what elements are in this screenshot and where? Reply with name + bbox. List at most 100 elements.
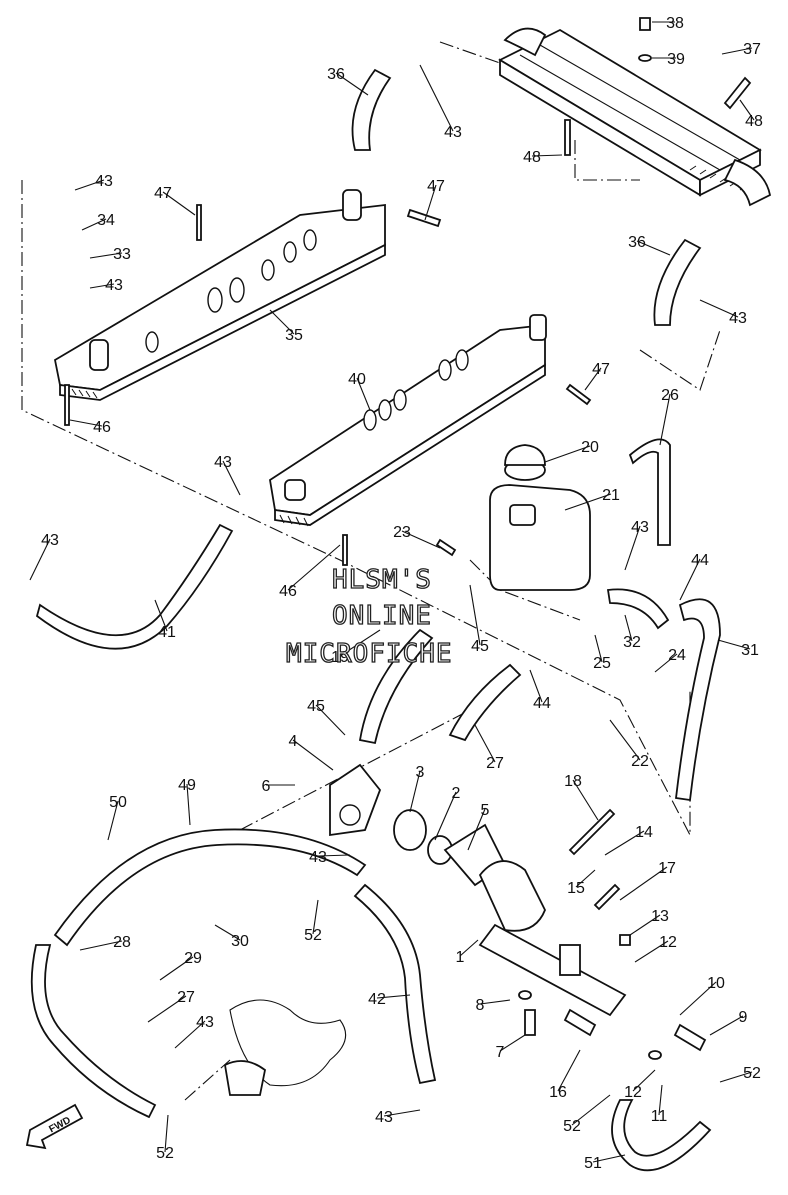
fwd-arrow: FWD (25, 1103, 84, 1150)
leader-line-33 (89, 252, 123, 259)
callout-48: 48 (523, 149, 541, 166)
leader-line-27 (147, 995, 187, 1023)
callout-17: 17 (658, 860, 676, 877)
leader-line-26 (659, 393, 671, 446)
callout-12: 12 (659, 934, 677, 951)
callout-16: 16 (549, 1084, 567, 1101)
leader-line-37 (721, 47, 753, 55)
callout-52: 52 (304, 927, 322, 944)
callout-22: 22 (631, 753, 649, 770)
leader-line-10 (679, 981, 717, 1016)
callout-26: 26 (661, 387, 679, 404)
leader-line-45 (315, 704, 346, 736)
callout-14: 14 (635, 824, 653, 841)
leader-line-14 (604, 830, 645, 856)
leader-line-20 (544, 445, 591, 463)
callout-50: 50 (109, 794, 127, 811)
leader-line-48 (531, 154, 563, 157)
callout-33: 33 (113, 246, 131, 263)
callout-4: 4 (289, 733, 298, 750)
callout-47: 47 (427, 178, 445, 195)
callout-31: 31 (741, 642, 759, 659)
leader-line-52 (719, 1071, 753, 1083)
callout-21: 21 (602, 487, 620, 504)
leader-line-5 (467, 808, 486, 851)
leader-line-13 (629, 914, 661, 936)
callout-43: 43 (631, 519, 649, 536)
leader-line-52 (312, 899, 319, 935)
fasteners (64, 17, 752, 1060)
leader-line-41 (154, 599, 168, 632)
callout-32: 32 (623, 634, 641, 651)
callout-43: 43 (444, 124, 462, 141)
leader-line-43 (383, 1109, 421, 1117)
callout-45: 45 (307, 698, 325, 715)
callout-36: 36 (327, 66, 345, 83)
callout-41: 41 (158, 624, 176, 641)
leader-line-47 (162, 191, 196, 216)
callout-48: 48 (745, 113, 763, 130)
leader-line-24 (654, 653, 678, 673)
callout-35: 35 (285, 327, 303, 344)
leader-line-43 (74, 179, 105, 191)
callout-30: 30 (231, 933, 249, 950)
leader-line-52 (164, 1114, 169, 1153)
upper-left-radiator (53, 189, 386, 401)
leader-line-48 (739, 99, 755, 121)
leader-line-49 (186, 783, 191, 826)
leader-line-35 (269, 309, 295, 335)
leader-line-4 (292, 739, 334, 771)
callout-19: 19 (331, 649, 349, 666)
callout-20: 20 (581, 439, 599, 456)
callout-13: 13 (651, 908, 669, 925)
leader-line-23 (401, 530, 441, 549)
watermark-line-2: ONLINE (332, 601, 432, 631)
leader-line-17 (619, 866, 668, 901)
callout-43: 43 (196, 1014, 214, 1031)
callout-29: 29 (184, 950, 202, 967)
leader-line-22 (609, 719, 641, 761)
leader-line-40 (356, 377, 371, 411)
leader-line-42 (376, 994, 411, 999)
leader-line-43 (174, 1020, 206, 1049)
callout-43: 43 (729, 310, 747, 327)
leader-line-34 (81, 218, 107, 231)
callout-27: 27 (177, 989, 195, 1006)
watermark: HLSM'S ONLINE MICROFICHE (285, 564, 452, 669)
leader-lines (29, 21, 755, 1163)
leader-line-19 (339, 629, 381, 657)
leader-line-30 (214, 924, 241, 941)
hoses (30, 68, 721, 1172)
callout-8: 8 (476, 997, 485, 1014)
leader-line-15 (575, 869, 596, 888)
callout-43: 43 (95, 173, 113, 190)
callout-42: 42 (368, 991, 386, 1008)
leader-line-18 (572, 779, 599, 821)
callout-51: 51 (584, 1155, 602, 1172)
callout-15: 15 (567, 880, 585, 897)
leader-line-1 (459, 939, 479, 957)
callout-52: 52 (743, 1065, 761, 1082)
leader-line-28 (79, 940, 123, 951)
callout-3: 3 (416, 764, 425, 781)
leader-line-43 (699, 299, 739, 318)
callout-18: 18 (564, 773, 582, 790)
leader-line-44 (679, 558, 701, 601)
leader-line-27 (474, 724, 496, 763)
thermostat-housing (329, 763, 627, 1017)
callout-9: 9 (739, 1009, 748, 1026)
leader-line-31 (717, 639, 751, 650)
callout-52: 52 (156, 1145, 174, 1162)
middle-radiator (269, 314, 547, 527)
leader-line-12 (634, 940, 669, 963)
upper-right-radiator (498, 27, 772, 207)
callout-28: 28 (113, 934, 131, 951)
callout-45: 45 (471, 638, 489, 655)
callout-40: 40 (348, 371, 366, 388)
leader-line-50 (107, 800, 119, 841)
callout-49: 49 (178, 777, 196, 794)
engine-fragment (224, 999, 347, 1096)
callout-46: 46 (93, 419, 111, 436)
